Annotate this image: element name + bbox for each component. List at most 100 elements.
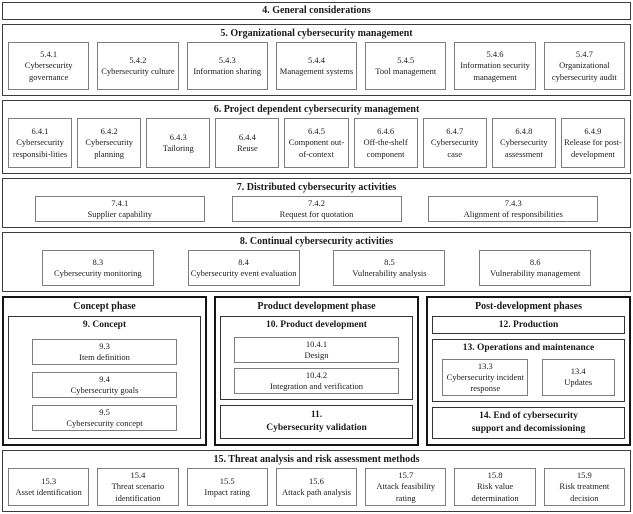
clause-number: 6.4.8 [515, 126, 533, 137]
clause-14-line-1: 14. End of cybersecurity [479, 411, 578, 421]
clause-label: Threat scenario identification [111, 481, 165, 503]
post-development-phases-box: Post-development phases 12. Production 1… [426, 296, 631, 446]
clause-7-4-3: 7.4.3 Alignment of responsibilities [428, 196, 599, 223]
clause-7-4-2: 7.4.2 Request for quotation [231, 196, 402, 223]
clause-label: Tailoring [162, 143, 194, 153]
clause-label: Cybersecurity monitoring [54, 268, 142, 278]
section-4-title: 4. General considerations [262, 5, 371, 16]
clause-6-4-6: 6.4.6 Off-the-shelf component [353, 118, 418, 168]
clause-12-title: 12. Production [498, 319, 559, 330]
clause-label: Supplier capability [87, 209, 152, 220]
clause-15-7: 15.7 Attack feasibility rating [365, 468, 447, 506]
clause-10-product-development-box: 10. Product development 10.4.1 Design 10… [220, 316, 413, 400]
clause-label: Request for quotation [279, 209, 354, 220]
clause-12-production-box: 12. Production [432, 316, 625, 334]
clause-15-3: 15.3 Asset identification [8, 468, 90, 506]
clause-number: 9.4 [99, 374, 110, 385]
clause-9-3: 9.3 Item definition [31, 339, 178, 366]
clause-number: 8.3 [92, 256, 104, 267]
clause-number: 6.4.9 [584, 126, 602, 137]
clause-13-title: 13. Operations and maintenance [462, 343, 595, 353]
section-6-items: 6.4.1 Cybersecurity responsibi-lities 6.… [3, 118, 630, 173]
clause-number: 15.9 [576, 470, 592, 481]
clause-label: Component out-of-context [288, 137, 345, 159]
clause-number: 10.4.1 [305, 339, 328, 350]
clause-14-line-2: support and decomissioning [471, 423, 586, 434]
clause-number: 6.4.2 [100, 126, 118, 137]
clause-label: Cybersecurity assessment [499, 137, 548, 159]
clause-15-8: 15.8 Risk value determination [454, 468, 536, 506]
clause-label: Cybersecurity governance [24, 60, 73, 82]
clause-label: Design [304, 350, 329, 361]
clause-7-4-1: 7.4.1 Supplier capability [34, 196, 205, 223]
clause-5-4-2: 5.4.2 Cybersecurity culture [97, 42, 179, 90]
clause-label: Reuse [236, 143, 258, 153]
clause-13-3: 13.3 Cybersecurity incident response [442, 358, 529, 396]
clause-label: Attack path analysis [282, 487, 351, 497]
clause-13-items: 13.3 Cybersecurity incident response 13.… [433, 356, 624, 401]
section-15-items: 15.3 Asset identification 15.4 Threat sc… [3, 468, 630, 511]
clause-label: Organizational cybersecurity audit [551, 60, 617, 82]
clause-9-title: 9. Concept [82, 320, 127, 330]
clause-label: Asset identification [15, 487, 82, 497]
clause-number: 9.3 [99, 341, 110, 352]
clause-15-9: 15.9 Risk treatment decision [543, 468, 625, 506]
clause-label: Integration and verification [270, 381, 363, 392]
clause-11-cybersecurity-validation-box: 11. Cybersecurity validation [220, 405, 413, 439]
clause-label: Risk value determination [471, 481, 519, 503]
concept-phase-box: Concept phase 9. Concept 9.3 Item defini… [2, 296, 207, 446]
clause-label: Cybersecurity planning [85, 137, 133, 159]
section-5-items: 5.4.1 Cybersecurity governance 5.4.2 Cyb… [3, 42, 630, 95]
section-5-title: 5. Organizational cybersecurity manageme… [220, 28, 413, 39]
section-8-title: 8. Continual cybersecurity activities [239, 236, 394, 247]
clause-number: 15.3 [41, 475, 57, 486]
clause-5-4-5: 5.4.5 Tool management [365, 42, 447, 90]
clause-number: 8.6 [529, 256, 541, 267]
clause-5-4-4: 5.4.4 Management systems [275, 42, 358, 90]
clause-5-4-6: 5.4.6 Information security management [454, 42, 536, 90]
clause-label: Cybersecurity goals [70, 385, 139, 396]
clause-label: Item definition [79, 352, 130, 363]
clause-number: 15.5 [219, 475, 235, 486]
clause-label: Information sharing [193, 66, 262, 76]
clause-number: 6.4.6 [377, 126, 395, 137]
clause-14-end-of-support-box: 14. End of cybersecurity support and dec… [432, 406, 625, 439]
clause-15-5: 15.5 Impact rating [186, 468, 268, 506]
clause-8-3: 8.3 Cybersecurity monitoring [41, 250, 154, 286]
clause-8-5: 8.5 Vulnerability analysis [333, 250, 446, 286]
product-phase-title: Product development phase [257, 301, 376, 312]
clause-label: Cybersecurity culture [101, 66, 175, 76]
clause-label: Updates [564, 377, 593, 388]
clause-number: 9.5 [99, 407, 110, 418]
product-development-phase-box: Product development phase 10. Product de… [214, 296, 419, 446]
clause-6-4-3: 6.4.3 Tailoring [146, 118, 211, 168]
clause-number: 5.4.2 [129, 54, 147, 65]
clause-number: 6.4.4 [238, 131, 256, 142]
clause-label: Management systems [279, 66, 354, 76]
clause-number: 15.6 [309, 475, 324, 486]
clause-number: 5.4.7 [575, 49, 593, 60]
clause-label: Cybersecurity case [430, 137, 479, 159]
clause-label: Cybersecurity validation [266, 423, 367, 433]
clause-label: Release for post-development [564, 137, 622, 159]
clause-label: Information security management [460, 60, 530, 82]
clause-label: Cybersecurity event evaluation [190, 268, 297, 278]
clause-13-operations-box: 13. Operations and maintenance 13.3 Cybe… [432, 339, 625, 402]
clause-6-4-1: 6.4.1 Cybersecurity responsibi-lities [8, 118, 73, 168]
clause-10-4-2: 10.4.2 Integration and verification [234, 368, 399, 395]
clause-number: 5.4.3 [218, 54, 236, 65]
clause-number: 8.4 [238, 256, 249, 267]
clause-number: 5.4.6 [486, 49, 504, 60]
clause-9-4: 9.4 Cybersecurity goals [31, 372, 178, 399]
clause-6-4-9: 6.4.9 Release for post-development [560, 118, 625, 168]
clause-number: 15.7 [398, 470, 414, 481]
clause-number: 7.4.3 [504, 198, 522, 208]
clause-9-items: 9.3 Item definition 9.4 Cybersecurity go… [9, 333, 200, 439]
post-phase-title: Post-development phases [475, 301, 582, 312]
clause-13-4: 13.4 Updates [541, 358, 615, 396]
clause-label: Impact rating [204, 487, 250, 497]
clause-label: Vulnerability analysis [352, 268, 427, 278]
section-15-title: 15. Threat analysis and risk assessment … [213, 454, 420, 465]
clause-15-6: 15.6 Attack path analysis [275, 468, 358, 506]
